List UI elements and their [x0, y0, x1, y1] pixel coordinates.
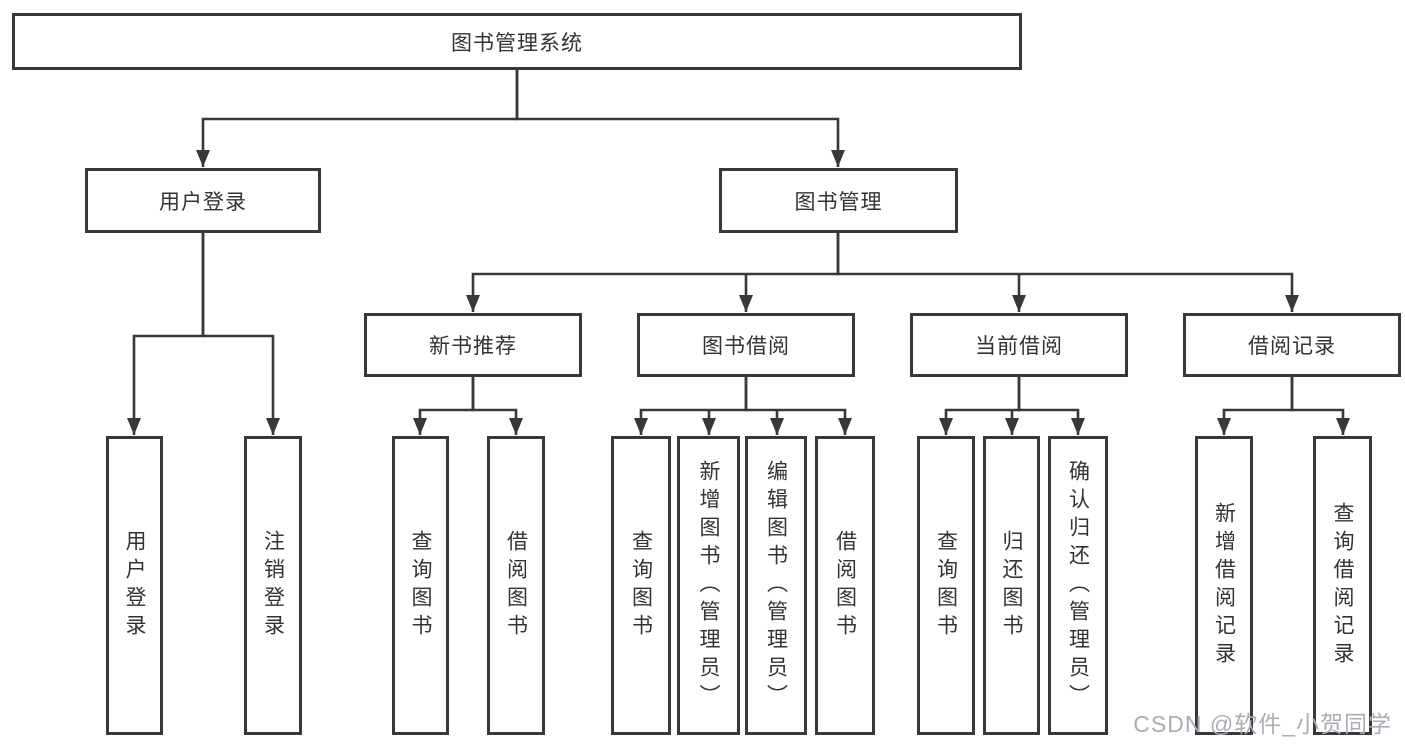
leaf-add-borrow-record-label: 新增借阅记录	[1212, 501, 1236, 670]
connector-records-to-query-record	[1290, 377, 1350, 435]
node-user-login: 用户登录	[85, 168, 321, 233]
leaf-confirm-return-admin: 确认归还（管理员）	[1048, 436, 1108, 735]
node-book-borrow: 图书借阅	[637, 313, 855, 377]
leaf-borrow-books-recommend-label: 借阅图书	[504, 529, 528, 642]
leaf-query-books-current-label: 查询图书	[934, 529, 958, 642]
leaf-query-books-recommend: 查询图书	[392, 436, 449, 735]
connector-records-to-add-record	[1217, 377, 1294, 435]
node-book-management: 图书管理	[719, 168, 958, 233]
leaf-confirm-return-admin-label: 确认归还（管理员）	[1066, 459, 1090, 712]
connector-borrow-to-query-books	[634, 377, 748, 435]
node-borrow-records-label: 借阅记录	[1248, 335, 1336, 358]
leaf-borrow-books: 借阅图书	[815, 436, 875, 735]
leaf-logout: 注销登录	[244, 436, 302, 735]
leaf-add-books-admin-label: 新增图书（管理员）	[697, 459, 720, 712]
connector-recommend-to-borrow-books	[471, 377, 523, 435]
connector-root-to-user-login	[196, 70, 519, 167]
connector-current-to-confirm-return	[1017, 377, 1085, 435]
node-library-system: 图书管理系统	[12, 13, 1022, 70]
leaf-edit-books-admin: 编辑图书（管理员）	[745, 436, 807, 735]
connector-borrow-to-borrow-books	[744, 377, 852, 435]
leaf-borrow-books-recommend: 借阅图书	[487, 436, 545, 735]
leaf-user-login: 用户登录	[106, 436, 163, 735]
connector-book-management-to-borrow-records	[836, 233, 1299, 312]
leaf-query-books-current: 查询图书	[917, 436, 975, 735]
leaf-logout-label: 注销登录	[261, 529, 285, 642]
leaf-add-books-admin: 新增图书（管理员）	[677, 436, 740, 735]
node-current-borrow-label: 当前借阅	[975, 335, 1063, 358]
connector-root-to-book-management	[515, 70, 845, 167]
leaf-edit-books-admin-label: 编辑图书（管理员）	[764, 459, 788, 712]
connector-book-management-to-new-book-recommend	[466, 233, 840, 312]
leaf-query-borrow-record-label: 查询借阅记录	[1331, 501, 1354, 670]
leaf-return-books-label: 归还图书	[1000, 529, 1023, 642]
node-new-book-recommend: 新书推荐	[364, 313, 582, 377]
node-book-borrow-label: 图书借阅	[702, 335, 790, 358]
connector-current-to-query-books	[939, 377, 1021, 435]
leaf-add-borrow-record: 新增借阅记录	[1195, 436, 1253, 735]
csdn-watermark: CSDN @软件_小贺同学	[1133, 711, 1392, 737]
leaf-return-books: 归还图书	[983, 436, 1040, 735]
connector-recommend-to-query-books	[413, 377, 475, 435]
node-current-borrow: 当前借阅	[910, 313, 1128, 377]
node-borrow-records: 借阅记录	[1183, 313, 1401, 377]
connector-user-login-to-leaf-logout	[201, 233, 280, 435]
leaf-query-books-recommend-label: 查询图书	[409, 529, 432, 642]
leaf-user-login-label: 用户登录	[123, 529, 146, 642]
leaf-borrow-books-label: 借阅图书	[833, 529, 857, 642]
node-new-book-recommend-label: 新书推荐	[429, 335, 517, 358]
node-user-login-label: 用户登录	[159, 190, 247, 214]
node-book-management-label: 图书管理	[794, 190, 883, 214]
leaf-query-books-borrow-label: 查询图书	[629, 529, 653, 642]
node-library-system-label: 图书管理系统	[451, 31, 583, 55]
leaf-query-books-borrow: 查询图书	[611, 436, 671, 735]
connector-user-login-to-leaf-login	[127, 233, 205, 435]
leaf-query-borrow-record: 查询借阅记录	[1313, 436, 1372, 735]
